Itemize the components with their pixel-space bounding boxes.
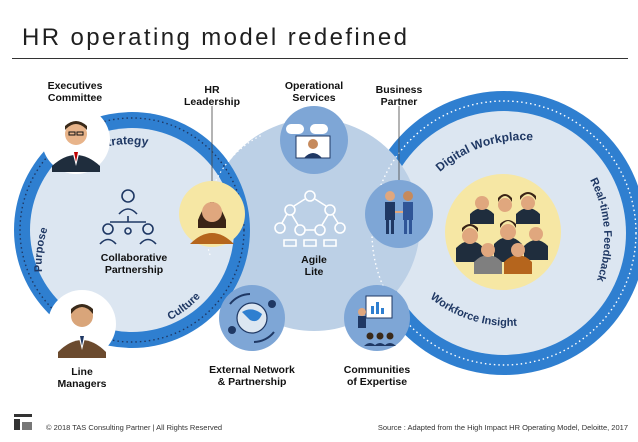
label-hr-line2: Leadership — [183, 96, 241, 108]
label-operational-line2: Services — [292, 92, 336, 104]
logo-icon — [14, 414, 32, 430]
node-hr-leadership — [179, 181, 245, 247]
middle-circle — [208, 119, 420, 331]
label-agile-line1: Agile — [301, 254, 327, 266]
label-line-managers: Line Managers — [52, 366, 112, 390]
label-business-partner: Business Partner — [369, 84, 429, 108]
label-line-line2: Managers — [57, 378, 107, 390]
label-collab-line2: Partnership — [104, 264, 164, 276]
label-agile-lite: Agile Lite — [284, 254, 344, 278]
node-executives — [42, 106, 110, 174]
label-external-network: External Network & Partnership — [202, 364, 302, 388]
node-digital-workplace-team — [445, 174, 561, 290]
label-operational-line1: Operational — [284, 80, 344, 92]
label-executives: Executives Committee — [40, 80, 110, 104]
label-operational: Operational Services — [279, 80, 349, 104]
label-agile-line2: Lite — [304, 266, 324, 278]
node-operational-services — [280, 106, 348, 174]
label-communities-line2: of Expertise — [346, 376, 408, 388]
left-dotted-ring — [19, 117, 245, 343]
title-divider — [12, 58, 628, 59]
label-external-line2: & Partnership — [217, 376, 287, 388]
label-external-line1: External Network — [209, 364, 295, 376]
left-circle-inner — [30, 128, 234, 332]
label-hr-line1: HR — [204, 84, 220, 96]
connector-lines — [211, 106, 400, 181]
node-external-network — [219, 285, 285, 351]
label-collab-line1: Collaborative — [100, 252, 168, 264]
label-hr-leadership: HR Leadership — [182, 84, 242, 108]
node-business-partner — [365, 180, 433, 248]
label-executives-line1: Executives — [47, 80, 103, 92]
footer-source: Source : Adapted from the High Impact HR… — [377, 423, 628, 432]
network-icon — [274, 190, 346, 247]
label-business-line2: Partner — [380, 96, 418, 108]
label-communities-line1: Communities — [343, 364, 411, 376]
collaboration-icon — [99, 189, 157, 245]
label-business-line1: Business — [375, 84, 423, 96]
label-collaborative: Collaborative Partnership — [94, 252, 174, 276]
node-communities — [344, 285, 410, 351]
label-line-line1: Line — [71, 366, 93, 378]
label-communities: Communities of Expertise — [332, 364, 422, 388]
page-title: HR operating model redefined — [22, 24, 410, 51]
label-executives-line2: Committee — [47, 92, 103, 104]
footer-copyright: © 2018 TAS Consulting Partner | All Righ… — [46, 423, 223, 432]
node-line-managers — [48, 290, 116, 358]
